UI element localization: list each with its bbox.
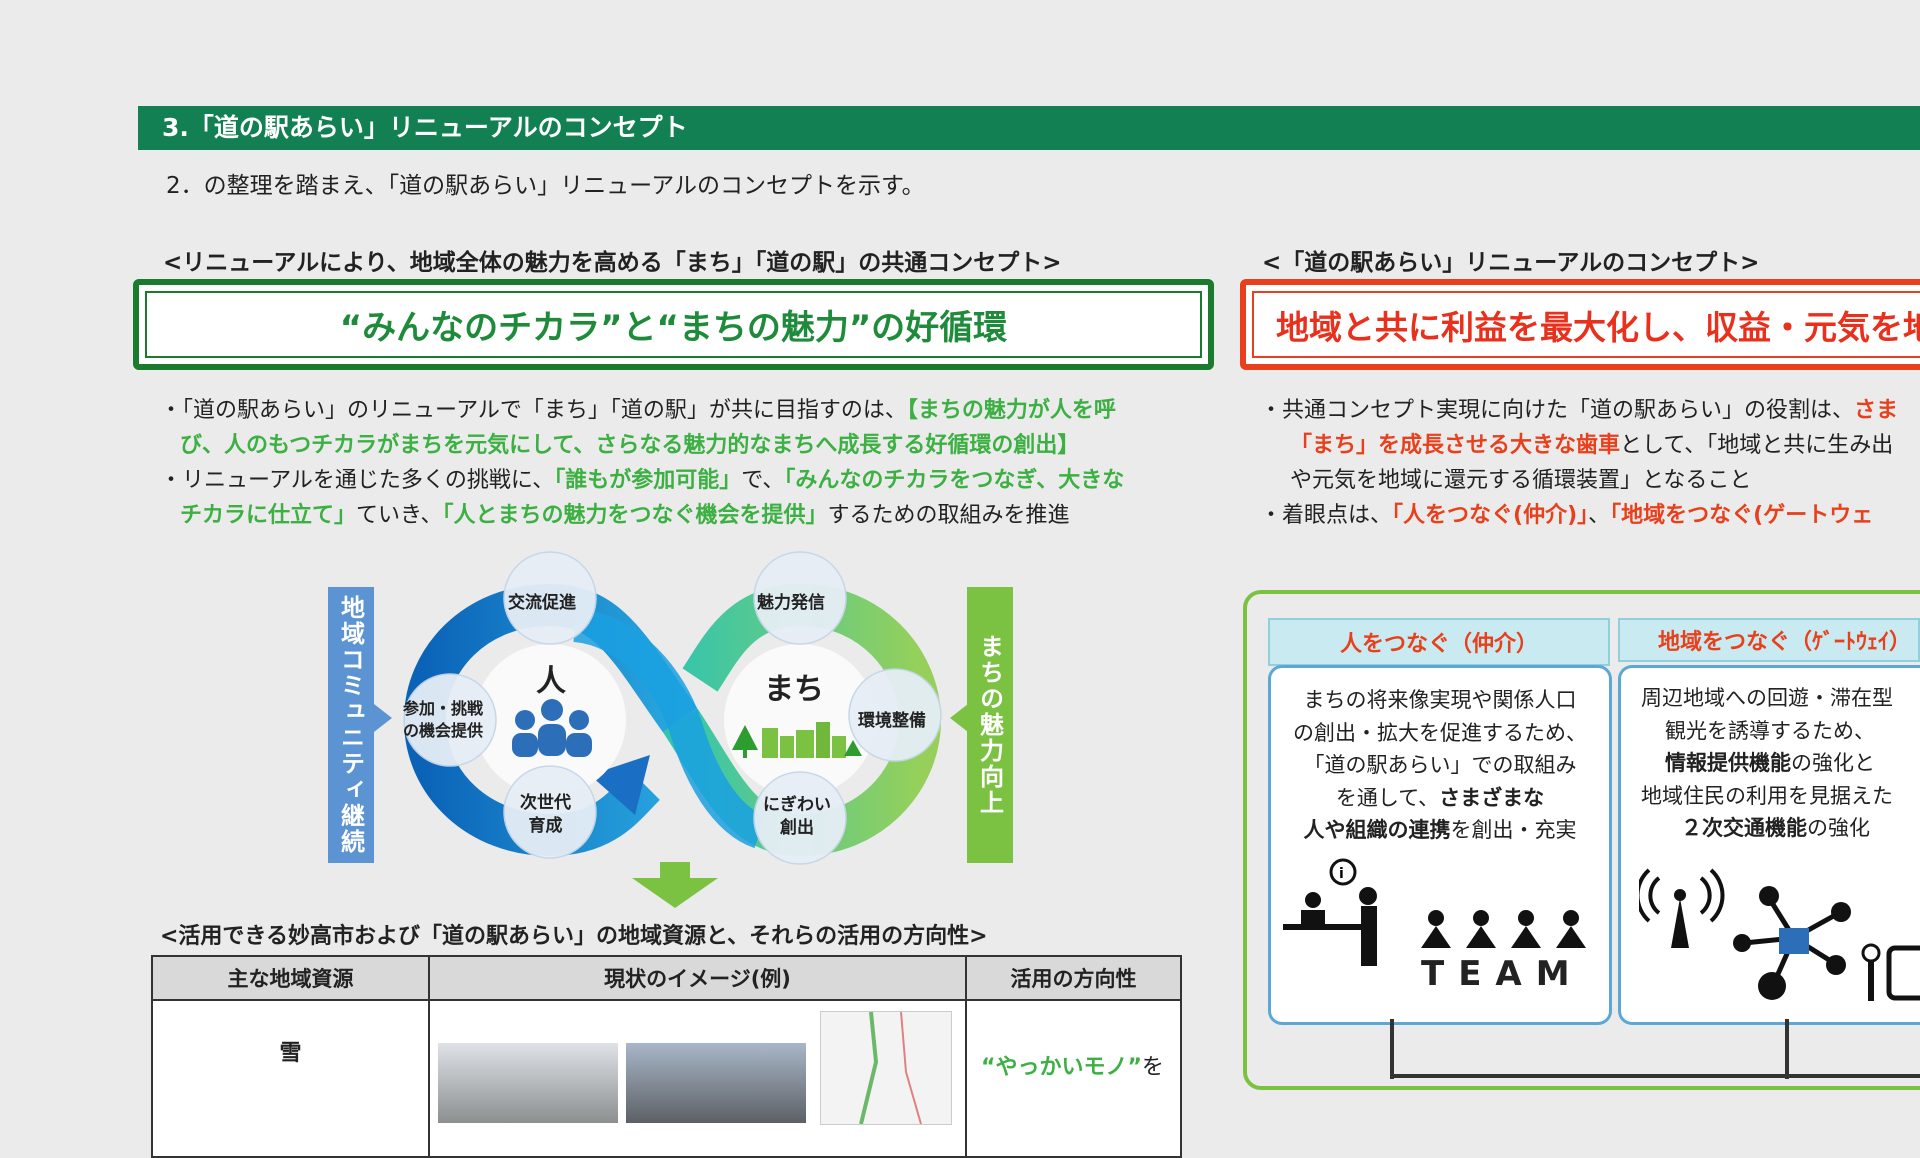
table-row: 雪 “やっかいモノ”を <box>151 999 1182 1158</box>
image-cell <box>428 999 967 1158</box>
network-transport-icon <box>1639 868 1920 1001</box>
node-exchange-label: 交流促進 <box>508 593 576 613</box>
map-thumbnail <box>820 1011 952 1125</box>
community-continuation-bar: 地域コミュニティ継続 <box>328 587 374 863</box>
node-attract-label: 魅力発信 <box>757 593 825 613</box>
people-group-icon <box>512 699 592 757</box>
node-next-gen-label: 次世代育成 <box>520 793 571 836</box>
role-text: 情報提供機能の強化と <box>1665 751 1875 775</box>
node-participation <box>403 673 497 767</box>
right-bar-arrow <box>950 704 968 732</box>
role-connect-region-body: 周辺地域への回遊・滞在型 観光を誘導するため、 情報提供機能の強化と 地域住民の… <box>1618 665 1920 1025</box>
role-text: ２次交通機能の強化 <box>1681 816 1870 840</box>
renewal-concept-box: 地域と共に利益を最大化し、収益・元気を地 <box>1240 279 1920 370</box>
team-icon <box>1421 910 1586 948</box>
column-header: 現状のイメージ(例) <box>428 955 967 1001</box>
people-label: 人 <box>536 664 566 699</box>
snow-photo-2 <box>626 1043 806 1123</box>
column-header: 主な地域資源 <box>151 955 430 1001</box>
bullet-line: ・共通コンセプト実現に向けた「道の駅あらい」の役割は、さま <box>1260 398 1899 423</box>
node-environment-label: 環境整備 <box>858 711 926 731</box>
bullet-line: び、人のもつチカラがまちを元気にして、さらなる魅力的なまちへ成長する好循環の創出… <box>180 433 1080 458</box>
cycle-diagram <box>403 551 942 865</box>
resources-heading: <活用できる妙高市および「道の駅あらい」の地域資源と、それらの活用の方向性> <box>160 924 988 949</box>
table-header-row: 主な地域資源 現状のイメージ(例) 活用の方向性 <box>151 955 1182 1001</box>
role-text: 人や組織の連携を創出・充実 <box>1303 818 1577 842</box>
down-arrow-icon <box>632 862 718 908</box>
left-bar-arrow <box>374 704 392 732</box>
node-participation-label: 参加・挑戦の機会提供 <box>403 699 484 740</box>
role-text: の創出・拡大を促進するため、 <box>1293 720 1587 745</box>
bullet-line: ・リニューアルを通じた多くの挑戦に、「誰もが参加可能」で、「みんなのチカラをつな… <box>160 468 1125 493</box>
node-bustle-label: にぎわい創出 <box>763 795 831 838</box>
renewal-concept-heading: <「道の駅あらい」リニューアルのコンセプト> <box>1262 250 1760 276</box>
bullet-line: チカラに仕立て」ていき、「人とまちの魅力をつなぐ機会を提供」するための取組みを推… <box>180 503 1070 528</box>
svg-text:i: i <box>1339 866 1344 882</box>
role-connect-people-body: まちの将来像実現や関係人口 の創出・拡大を促進するため、 「道の駅あらい」での取… <box>1268 665 1612 1025</box>
section-title-bar: 3.「道の駅あらい」リニューアルのコンセプト <box>138 106 1920 150</box>
node-attract <box>753 551 847 645</box>
node-environment <box>848 668 942 762</box>
bullet-line: ・「道の駅あらい」のリニューアルで「まち」「道の駅」が共に目指すのは、【まちの魅… <box>160 398 1116 423</box>
snow-photo-1 <box>438 1043 618 1123</box>
role-text: まちの将来像実現や関係人口 <box>1303 688 1577 712</box>
reception-icon: i <box>1283 858 1377 966</box>
column-header: 活用の方向性 <box>965 955 1182 1001</box>
node-exchange <box>503 551 597 645</box>
connector-line <box>1785 1019 1789 1079</box>
bullet-line: や元気を地域に還元する循環装置」となること <box>1290 468 1752 493</box>
renewal-concept-text: 地域と共に利益を最大化し、収益・元気を地 <box>1252 291 1920 358</box>
direction-cell: “やっかいモノ”を <box>965 999 1182 1158</box>
connector-line <box>1390 1019 1394 1079</box>
renewal-concept-bullets: ・共通コンセプト実現に向けた「道の駅あらい」の役割は、さま 「まち」を成長させる… <box>1260 393 1920 533</box>
role-connect-region-title: 地域をつなぐ（ｹﾞｰﾄｳｪｲ） <box>1618 618 1920 662</box>
resource-cell: 雪 <box>151 999 430 1158</box>
common-concept-bullets: ・「道の駅あらい」のリニューアルで「まち」「道の駅」が共に目指すのは、【まちの魅… <box>160 393 1124 533</box>
role-text: を通して、さまざまな <box>1335 785 1545 810</box>
node-next-gen <box>503 765 597 859</box>
role-text: 「道の駅あらい」での取組み <box>1303 753 1577 777</box>
bullet-line: 「まち」を成長させる大きな歯車として、「地域と共に生み出 <box>1290 433 1894 458</box>
resources-table: 主な地域資源 現状のイメージ(例) 活用の方向性 雪 “やっかいモノ”を <box>151 955 1182 1158</box>
team-label: TEAM <box>1421 954 1584 994</box>
intro-text: 2．の整理を踏まえ、「道の駅あらい」リニューアルのコンセプトを示す。 <box>166 173 925 199</box>
common-concept-box: “みんなのチカラ”と“まちの魅力”の好循環 <box>133 279 1214 370</box>
role-text: 地域住民の利用を見据えた <box>1641 783 1893 808</box>
town-buildings-icon <box>732 722 862 758</box>
common-concept-heading: <リニューアルにより、地域全体の魅力を高める「まち」「道の駅」の共通コンセプト> <box>163 250 1062 276</box>
town-appeal-bar: まちの魅力向上 <box>967 587 1013 863</box>
role-connect-people-title: 人をつなぐ（仲介） <box>1268 618 1610 666</box>
town-label: まち <box>764 672 824 707</box>
role-text: 周辺地域への回遊・滞在型 <box>1641 686 1893 710</box>
role-text: 観光を誘導するため、 <box>1665 718 1875 743</box>
common-concept-text: “みんなのチカラ”と“まちの魅力”の好循環 <box>145 291 1202 358</box>
connector-line <box>1390 1074 1920 1078</box>
bullet-line: ・着眼点は、「人をつなぐ(仲介)」、「地域をつなぐ(ゲートウェ <box>1260 503 1874 528</box>
node-bustle <box>753 771 847 865</box>
